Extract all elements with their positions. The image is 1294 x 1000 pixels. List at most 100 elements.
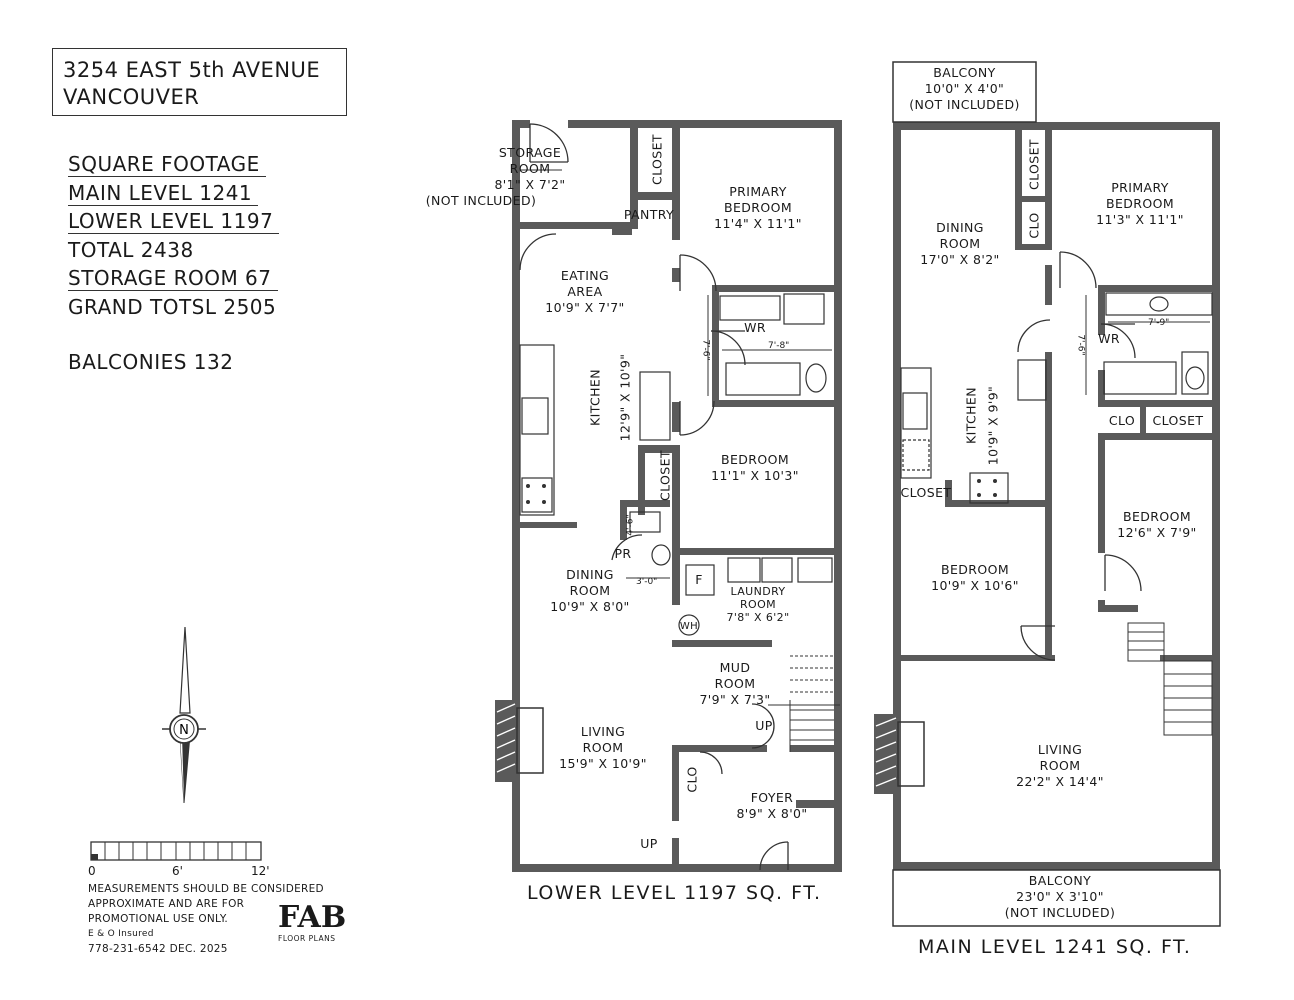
balconies-total: BALCONIES 132 xyxy=(68,350,234,374)
lower-clo: CLO xyxy=(684,766,700,793)
lower-storage-l1: STORAGE xyxy=(498,145,562,160)
lower-pantry: PANTRY xyxy=(623,207,675,222)
main-primary-l1: PRIMARY xyxy=(1111,180,1169,195)
lower-dining-l3: 10'9" X 8'0" xyxy=(550,599,630,614)
lower-eating-l2: AREA xyxy=(567,284,603,299)
main-clo-top: CLO xyxy=(1026,212,1042,239)
lower-mud-room: MUD ROOM 7'9" X 7'3" xyxy=(685,660,785,708)
lower-primary-l3: 11'4" X 11'1" xyxy=(714,216,802,231)
scale-label-12: 12' xyxy=(251,864,270,878)
logo-sub: FLOOR PLANS xyxy=(278,934,336,943)
main-dim-7-6: 7'-6" xyxy=(1075,334,1086,356)
lower-kitchen-dim: 12'9" X 10'9" xyxy=(617,353,633,442)
disclaimer-line-4: E & O Insured xyxy=(88,929,154,939)
lower-dim-7-6: 7'-6" xyxy=(700,339,711,361)
main-dining-room: DINING ROOM 17'0" X 8'2" xyxy=(905,220,1015,268)
main-dining-l1: DINING xyxy=(936,220,984,235)
main-bedroom2-l2: 12'6" X 7'9" xyxy=(1117,525,1197,540)
lower-furnace: F xyxy=(695,572,703,587)
lower-foyer-l2: 8'9" X 8'0" xyxy=(736,806,808,821)
main-clo-mid: CLO xyxy=(1108,413,1136,428)
lower-living-l1: LIVING xyxy=(580,724,626,739)
address-line-2: VANCOUVER xyxy=(63,85,200,109)
main-primary-l2: BEDROOM xyxy=(1105,196,1175,211)
sqft-storage: STORAGE ROOM 67 xyxy=(68,266,278,291)
main-bedroom-1: BEDROOM 10'9" X 10'6" xyxy=(920,562,1030,594)
lower-closet-mid: CLOSET xyxy=(657,450,673,501)
lower-kitchen-label: KITCHEN xyxy=(587,369,603,426)
lower-mud-l3: 7'9" X 7'3" xyxy=(699,692,771,707)
disclaimer: MEASUREMENTS SHOULD BE CONSIDERED APPROX… xyxy=(88,882,324,957)
main-dining-l3: 17'0" X 8'2" xyxy=(920,252,1000,267)
disclaimer-line-1: MEASUREMENTS SHOULD BE CONSIDERED xyxy=(88,883,324,895)
lower-laundry-l2: ROOM xyxy=(739,598,777,611)
lower-bedroom-l2: 11'1" X 10'3" xyxy=(711,468,799,483)
main-kitchen-dim: 10'9" X 9'9" xyxy=(985,385,1001,466)
disclaimer-line-2: APPROXIMATE AND ARE FOR xyxy=(88,898,245,910)
north-arrow-icon: N xyxy=(162,626,206,804)
lower-eating-l1: EATING xyxy=(560,268,610,283)
lower-laundry-l1: LAUNDRY xyxy=(730,585,786,598)
main-balcony-top-l2: 10'0" X 4'0" xyxy=(924,81,1005,96)
main-balcony-bottom-l3: (NOT INCLUDED) xyxy=(1004,905,1116,920)
address-box: 3254 EAST 5th AVENUE VANCOUVER xyxy=(52,48,347,116)
scale-label-6: 6' xyxy=(172,864,183,878)
main-closet-left: CLOSET xyxy=(900,485,952,500)
main-balcony-top-l3: (NOT INCLUDED) xyxy=(909,97,1020,112)
disclaimer-line-3: PROMOTIONAL USE ONLY. xyxy=(88,913,229,925)
main-balcony-top-l1: BALCONY xyxy=(933,65,996,80)
lower-bedroom: BEDROOM 11'1" X 10'3" xyxy=(700,452,810,484)
sqft-lower-level: LOWER LEVEL 1197 xyxy=(68,209,280,234)
main-balcony-bottom-l1: BALCONY xyxy=(1028,873,1092,888)
logo-name: FAB xyxy=(278,900,347,935)
lower-living-room: LIVING ROOM 15'9" X 10'9" xyxy=(548,724,658,772)
sqft-grand-total: GRAND TOTSL 2505 xyxy=(68,294,277,319)
lower-water-heater: WH xyxy=(679,621,699,632)
main-balcony-top: BALCONY 10'0" X 4'0" (NOT INCLUDED) xyxy=(893,65,1036,113)
main-living-room: LIVING ROOM 22'2" X 14'4" xyxy=(1000,742,1120,790)
lower-storage-l2: ROOM xyxy=(509,161,551,176)
lower-living-l3: 15'9" X 10'9" xyxy=(559,756,647,771)
lower-storage-room-label: STORAGE ROOM 8'1" X 7'2" (NOT INCLUDED) xyxy=(405,145,595,209)
disclaimer-line-5: 778-231-6542 DEC. 2025 xyxy=(88,943,228,955)
lower-storage-l4: (NOT INCLUDED) xyxy=(425,193,537,208)
lower-foyer-l1: FOYER xyxy=(750,790,794,805)
lower-mud-l1: MUD xyxy=(719,660,751,675)
scale-bar: 0 6' 12' xyxy=(88,840,270,880)
lower-wr: WR xyxy=(744,320,766,335)
main-balcony-bottom: BALCONY 23'0" X 3'10" (NOT INCLUDED) xyxy=(960,873,1160,921)
main-closet-mid: CLOSET xyxy=(1152,413,1204,428)
lower-dining-l1: DINING xyxy=(566,567,614,582)
main-living-l2: ROOM xyxy=(1039,758,1081,773)
lower-eating-area: EATING AREA 10'9" X 7'7" xyxy=(530,268,640,316)
lower-level-caption: LOWER LEVEL 1197 SQ. FT. xyxy=(527,882,822,904)
address-line-1: 3254 EAST 5th AVENUE xyxy=(63,58,321,82)
main-primary-l3: 11'3" X 11'1" xyxy=(1096,212,1184,227)
main-closet-top: CLOSET xyxy=(1026,139,1042,190)
lower-primary-l2: BEDROOM xyxy=(723,200,793,215)
fab-logo: FAB FLOOR PLANS xyxy=(278,902,358,954)
lower-dim-4-6: 4'-6" xyxy=(625,514,636,536)
lower-closet-top: CLOSET xyxy=(649,134,665,185)
main-level-floorplan xyxy=(874,61,1221,927)
main-bedroom2-l1: BEDROOM xyxy=(1122,509,1192,524)
lower-living-l2: ROOM xyxy=(582,740,624,755)
main-living-l1: LIVING xyxy=(1037,742,1083,757)
sqft-heading: SQUARE FOOTAGE xyxy=(68,152,266,177)
lower-pr: PR xyxy=(614,546,632,561)
scale-label-0: 0 xyxy=(88,864,96,878)
lower-storage-l3: 8'1" X 7'2" xyxy=(494,177,566,192)
sqft-main-level: MAIN LEVEL 1241 xyxy=(68,181,259,206)
main-living-l3: 22'2" X 14'4" xyxy=(1016,774,1104,789)
lower-dim-7-8: 7'-8" xyxy=(768,341,790,351)
main-balcony-bottom-l2: 23'0" X 3'10" xyxy=(1016,889,1104,904)
lower-eating-l3: 10'9" X 7'7" xyxy=(545,300,625,315)
lower-dining-l2: ROOM xyxy=(569,583,611,598)
main-bedroom1-l2: 10'9" X 10'6" xyxy=(931,578,1019,593)
lower-mud-l2: ROOM xyxy=(714,676,756,691)
compass-label: N xyxy=(179,723,189,738)
main-wr: WR xyxy=(1098,331,1120,346)
lower-stair-up-2: UP xyxy=(640,836,658,851)
lower-level-floorplan xyxy=(495,120,842,872)
main-level-caption: MAIN LEVEL 1241 SQ. FT. xyxy=(918,936,1192,958)
